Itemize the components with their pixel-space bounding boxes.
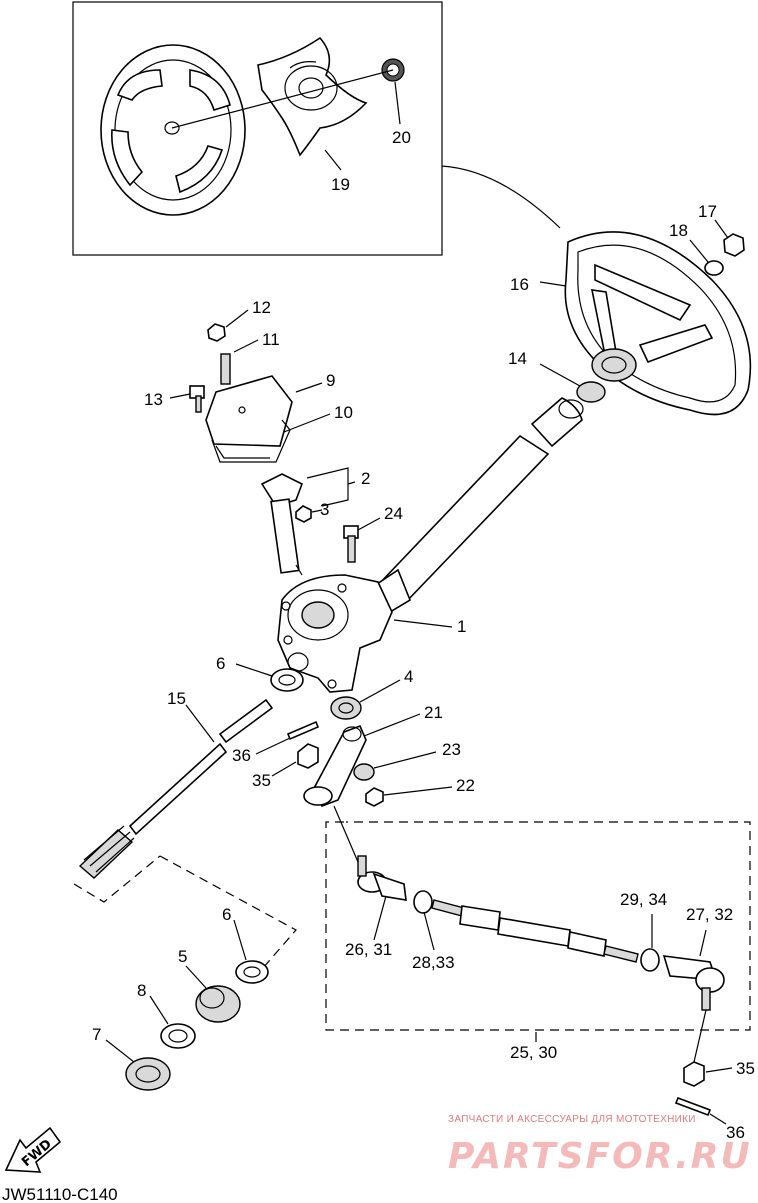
callout-18: 18 — [669, 221, 688, 240]
callout-11: 11 — [262, 330, 280, 349]
callout-10: 10 — [334, 403, 353, 422]
inset-frame — [72, 1, 443, 256]
part-5-adjuster — [185, 965, 241, 1023]
callout-21: 21 — [424, 703, 443, 722]
callout-4: 4 — [404, 667, 413, 686]
callout-36-upper: 36 — [232, 746, 251, 765]
watermark-tagline: ЗАПЧАСТИ И АКСЕССУАРЫ ДЛЯ МОТОТЕХНИКИ — [448, 1114, 696, 1125]
part-12-nut — [207, 309, 249, 342]
callout-6-lower: 6 — [222, 905, 231, 924]
steering-column — [367, 397, 584, 620]
callout-1: 1 — [457, 617, 466, 636]
callout-2: 2 — [361, 469, 370, 488]
callout-19: 19 — [331, 175, 350, 194]
callout-16: 16 — [510, 275, 529, 294]
part-14-spacer — [539, 363, 606, 403]
callout-26-31: 26, 31 — [345, 940, 392, 959]
part-2-sector-shaft — [260, 467, 356, 576]
callout-28-33: 28,33 — [412, 953, 455, 972]
callout-9: 9 — [326, 371, 335, 390]
callout-27-32: 27, 32 — [686, 905, 733, 924]
part-1-gearbox — [277, 574, 453, 693]
diagram-code: JW51110-C140 — [2, 1185, 118, 1203]
watermark-logo: PARTSFOR.RU — [448, 1136, 752, 1177]
part-9-cover — [205, 375, 323, 447]
callout-5: 5 — [178, 947, 187, 966]
part-17-nut — [714, 219, 745, 257]
callout-35-lower: 35 — [736, 1059, 755, 1078]
part-4-seal — [330, 679, 401, 720]
detail-inset — [72, 1, 561, 256]
part-16-steering-wheel — [564, 231, 752, 416]
part-29-locknut-right — [640, 914, 660, 972]
lower-bearing-group — [73, 855, 297, 1091]
callout-29-34: 29, 34 — [620, 890, 667, 909]
callout-13: 13 — [144, 390, 163, 409]
part-22-nut — [365, 786, 453, 807]
part-3-nut — [295, 505, 323, 523]
callout-12: 12 — [252, 298, 271, 317]
inset-connector-line — [441, 165, 561, 229]
callout-15: 15 — [167, 689, 186, 708]
part-19-center-cap — [257, 36, 368, 157]
part-6-bearing-lower — [233, 919, 269, 984]
callout-labels: 1 2 3 4 5 6 6 7 8 9 10 11 12 13 14 15 16… — [92, 128, 755, 1142]
part-11-stud — [220, 339, 259, 385]
callout-8: 8 — [137, 981, 146, 1000]
part-24-bolt — [343, 517, 381, 563]
part-7-locknut — [105, 1039, 171, 1091]
part-35-castle-nut-upper — [271, 743, 319, 777]
callout-6-upper: 6 — [216, 654, 225, 673]
watermark: ЗАПЧАСТИ И АКСЕССУАРЫ ДЛЯ МОТОТЕХНИКИ PA… — [448, 1114, 752, 1177]
callout-20: 20 — [392, 128, 411, 147]
callout-14: 14 — [508, 349, 527, 368]
part-27-tie-rod-end-right — [662, 929, 725, 1011]
callout-36-lower: 36 — [726, 1123, 745, 1142]
part-21-pitman-arm — [303, 713, 421, 807]
part-28-locknut-left — [413, 890, 435, 951]
part-26-tie-rod-end-left — [357, 855, 407, 941]
part-10-gasket — [211, 413, 331, 463]
fwd-arrow-icon: FWD — [4, 1126, 62, 1173]
part-15-worm-shaft — [78, 698, 274, 879]
callout-3: 3 — [320, 500, 329, 519]
callout-22: 22 — [456, 776, 475, 795]
part-36-cotter-pin-lower — [674, 1096, 727, 1125]
callout-17: 17 — [698, 202, 717, 221]
callout-25-30: 25, 30 — [510, 1043, 557, 1062]
tie-rod-frame — [325, 821, 751, 1031]
tie-rod-assembly — [325, 805, 751, 1063]
part-8-washer — [149, 995, 196, 1049]
part-18-washer — [689, 239, 724, 276]
part-13-bolt — [169, 385, 205, 413]
part-23-nut — [353, 751, 437, 781]
part-25-tie-rod — [431, 899, 639, 1042]
part-36-cotter-pin-upper — [255, 720, 320, 755]
callout-7: 7 — [92, 1025, 101, 1044]
callout-24: 24 — [384, 504, 403, 523]
callout-23: 23 — [442, 740, 461, 759]
callout-35-upper: 35 — [252, 771, 271, 790]
inset-steering-wheel — [100, 44, 246, 216]
part-6-bearing-upper — [235, 663, 304, 692]
part-35-castle-nut-lower — [683, 1061, 733, 1087]
